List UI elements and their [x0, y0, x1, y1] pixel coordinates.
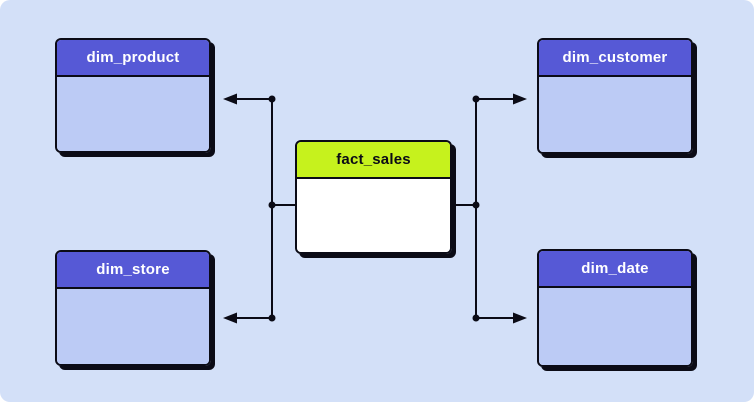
table-body-fact-sales [297, 179, 450, 252]
table-node-dim-product: dim_product [55, 38, 211, 153]
table-body-dim-customer [539, 77, 691, 152]
table-title-fact-sales: fact_sales [297, 142, 450, 179]
junction-dot [472, 201, 480, 209]
table-title-dim-product: dim_product [57, 40, 209, 77]
table-node-dim-date: dim_date [537, 249, 693, 367]
table-title-dim-date: dim_date [539, 251, 691, 288]
junction-dot [268, 201, 276, 209]
table-node-dim-customer: dim_customer [537, 38, 693, 154]
table-node-fact-sales: fact_sales [295, 140, 452, 254]
table-title-dim-store: dim_store [57, 252, 209, 289]
arrowhead-to-dim-product [223, 93, 237, 105]
table-body-dim-date [539, 288, 691, 365]
edge-group-left [223, 93, 296, 324]
table-body-dim-product [57, 77, 209, 151]
junction-dot [268, 95, 276, 103]
junction-dot [472, 95, 480, 103]
arrowhead-to-dim-store [223, 312, 237, 324]
arrowhead-to-dim-date [513, 312, 527, 324]
table-body-dim-store [57, 289, 209, 364]
junction-dot [268, 314, 276, 322]
table-title-dim-customer: dim_customer [539, 40, 691, 77]
edge-group-right [453, 93, 527, 324]
table-node-dim-store: dim_store [55, 250, 211, 366]
junction-dot [472, 314, 480, 322]
arrowhead-to-dim-customer [513, 93, 527, 105]
